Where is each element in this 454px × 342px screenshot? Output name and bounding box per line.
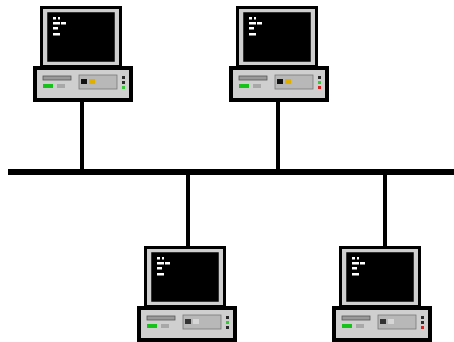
screen-text-glyph: [249, 22, 256, 25]
drive-bay: [274, 74, 314, 90]
status-light: [318, 81, 321, 84]
status-light: [226, 326, 229, 329]
drive-bay: [182, 314, 222, 330]
power-light: [342, 324, 352, 328]
monitor: [236, 6, 318, 72]
screen-text-glyph: [157, 273, 164, 276]
disk-light: [388, 319, 394, 324]
drive-button: [57, 84, 65, 88]
drive-button: [161, 324, 169, 328]
monitor-screen: [47, 12, 115, 62]
floppy-drive: [341, 315, 371, 321]
computer-nodes: [33, 6, 432, 342]
disk-light: [285, 79, 291, 84]
screen-text-glyph: [53, 22, 60, 25]
screen-text-glyph: [162, 257, 164, 260]
power-light: [239, 84, 249, 88]
screen-text-glyph: [58, 17, 60, 20]
screen-text-glyph: [157, 267, 162, 270]
drive-activity-light: [380, 319, 386, 324]
status-light: [421, 316, 424, 319]
screen-text-glyph: [53, 27, 58, 30]
screen-text-glyph: [257, 22, 262, 25]
screen-text-glyph: [249, 17, 252, 20]
drive-button: [356, 324, 364, 328]
floppy-drive: [238, 75, 268, 81]
screen-text-glyph: [352, 273, 359, 276]
disk-light: [193, 319, 199, 324]
monitor: [339, 246, 421, 312]
screen-text-glyph: [249, 27, 254, 30]
disk-light: [89, 79, 95, 84]
floppy-drive: [42, 75, 72, 81]
monitor: [144, 246, 226, 312]
screen-text-glyph: [352, 257, 355, 260]
floppy-drive: [146, 315, 176, 321]
screen-text-glyph: [352, 262, 359, 265]
status-light: [226, 316, 229, 319]
system-unit: [332, 306, 432, 342]
status-light: [226, 321, 229, 324]
screen-text-glyph: [357, 257, 359, 260]
screen-text-glyph: [61, 22, 66, 25]
system-unit: [137, 306, 237, 342]
status-light: [421, 326, 424, 329]
monitor-screen: [346, 252, 414, 302]
monitor-screen: [243, 12, 311, 62]
drive-bay: [78, 74, 118, 90]
screen-text-glyph: [360, 262, 365, 265]
screen-text-glyph: [165, 262, 170, 265]
screen-text-glyph: [254, 17, 256, 20]
system-unit: [229, 66, 329, 102]
screen-text-glyph: [53, 17, 56, 20]
drive-activity-light: [185, 319, 191, 324]
monitor: [40, 6, 122, 72]
power-light: [43, 84, 53, 88]
screen-text-glyph: [53, 33, 60, 36]
status-light: [318, 76, 321, 79]
drive-activity-light: [81, 79, 87, 84]
status-light: [318, 86, 321, 89]
screen-text-glyph: [157, 257, 160, 260]
status-light: [421, 321, 424, 324]
system-unit: [33, 66, 133, 102]
screen-text-glyph: [157, 262, 164, 265]
monitor-screen: [151, 252, 219, 302]
status-light: [122, 86, 125, 89]
computer-pc-1: [33, 6, 133, 172]
screen-text-glyph: [352, 267, 357, 270]
power-light: [147, 324, 157, 328]
status-light: [122, 76, 125, 79]
computer-pc-2: [229, 6, 329, 172]
status-light: [122, 81, 125, 84]
drive-activity-light: [277, 79, 283, 84]
drive-button: [253, 84, 261, 88]
computer-pc-4: [332, 172, 432, 342]
drive-bay: [377, 314, 417, 330]
computer-pc-3: [137, 172, 237, 342]
screen-text-glyph: [249, 33, 256, 36]
